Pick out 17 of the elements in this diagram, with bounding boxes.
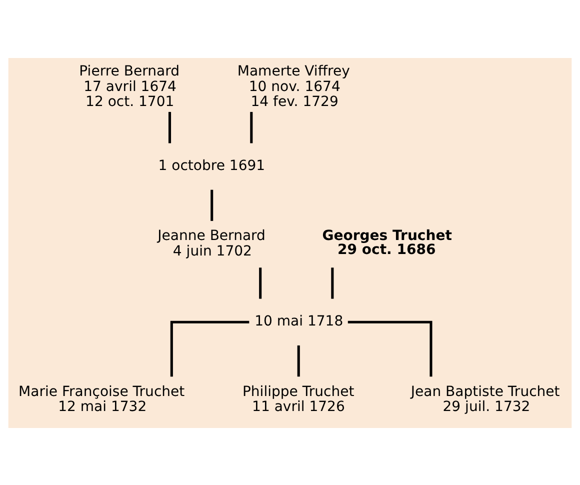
node-text: Philippe Truchet 11 avril 1726 (242, 383, 354, 415)
connector (297, 344, 300, 376)
connector (250, 111, 253, 143)
node-text: Mamerte Viffrey 10 nov. 1674 14 fev. 1729 (237, 63, 350, 110)
node-text: Pierre Bernard 17 avril 1674 12 oct. 1701 (79, 63, 180, 110)
connector (259, 267, 262, 298)
connector (331, 267, 334, 298)
node-text: 1 octobre 1691 (158, 158, 266, 174)
node-text: Jeanne Bernard 4 juin 1702 (158, 228, 266, 260)
node-text: 10 mai 1718 (254, 313, 344, 330)
connector (210, 189, 214, 220)
node-text: Jean Baptiste Truchet 29 juil. 1732 (410, 383, 560, 415)
connector (170, 320, 250, 376)
connector (348, 320, 432, 376)
node-text: Marie Françoise Truchet 12 mai 1732 (18, 383, 185, 415)
connector (168, 111, 172, 143)
node-text: Georges Truchet 29 oct. 1686 (322, 228, 452, 258)
